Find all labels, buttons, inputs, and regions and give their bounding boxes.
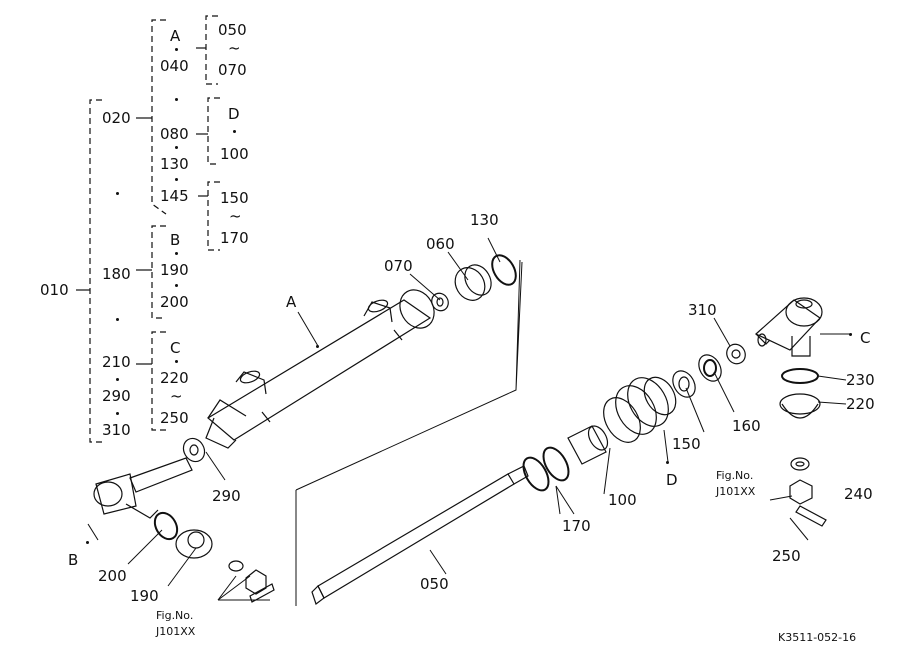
group-d-head: D	[228, 105, 240, 123]
tree-dot	[175, 146, 178, 149]
group-a-130: 130	[160, 155, 189, 173]
callout-070: 070	[384, 257, 413, 275]
figref-left-line1: Fig.No.	[156, 609, 194, 622]
bushing-100	[568, 423, 611, 464]
gland-d	[596, 370, 682, 448]
tree-dot	[175, 48, 178, 51]
callout-240: 240	[844, 485, 873, 503]
callout-a: A	[286, 293, 297, 311]
tie-rod-end-b	[94, 435, 209, 518]
group-b-200: 200	[160, 293, 189, 311]
tree-l1-210: 210	[102, 353, 131, 371]
tree-dot	[175, 98, 178, 101]
range-a-to: 070	[218, 61, 247, 79]
callout-310: 310	[688, 301, 717, 319]
rings-right	[780, 369, 820, 418]
leader-lines	[88, 238, 852, 600]
group-c-tilde: ~	[170, 387, 183, 405]
figref-left-line2: J101XX	[156, 625, 196, 638]
group-a-145: 145	[160, 187, 189, 205]
tree-dot	[175, 178, 178, 181]
range-150-from: 150	[220, 189, 249, 207]
callout-200: 200	[98, 567, 127, 585]
group-a-040: 040	[160, 57, 189, 75]
callout-250: 250	[772, 547, 801, 565]
cylinder-tube	[206, 284, 441, 448]
group-b-190: 190	[160, 261, 189, 279]
group-a-head: A	[170, 27, 181, 45]
piston-rod	[312, 466, 528, 604]
range-150-to: 170	[220, 229, 249, 247]
tree-dot	[116, 378, 119, 381]
callout-160: 160	[732, 417, 761, 435]
callout-b: B	[68, 551, 79, 569]
callout-150: 150	[672, 435, 701, 453]
callout-050: 050	[420, 575, 449, 593]
group-a-080: 080	[160, 125, 189, 143]
callout-220: 220	[846, 395, 875, 413]
callout-230: 230	[846, 371, 875, 389]
tree-brackets	[76, 16, 220, 442]
tree-l1-180: 180	[102, 265, 131, 283]
range-150-tilde: ~	[229, 207, 242, 225]
tree-l1-290: 290	[102, 387, 131, 405]
tree-dot	[116, 192, 119, 195]
tree-dot	[116, 318, 119, 321]
nut-and-pin-right	[790, 458, 826, 526]
drawing-code: K3511-052-16	[778, 631, 857, 644]
callout-c: C	[860, 329, 871, 347]
tie-rod-end-c	[756, 298, 822, 356]
range-a-tilde: ~	[228, 39, 241, 57]
group-c-head: C	[170, 339, 181, 357]
callout-170: 170	[562, 517, 591, 535]
callout-190: 190	[130, 587, 159, 605]
callout-100: 100	[608, 491, 637, 509]
orings-170	[518, 443, 573, 494]
callout-c-dot	[849, 333, 852, 336]
callout-a-dot	[316, 345, 319, 348]
seal-parts-upper	[429, 251, 521, 314]
group-d-to: 100	[220, 145, 249, 163]
callout-b-dot	[86, 541, 89, 544]
tree-dot	[175, 252, 178, 255]
tree-dot	[175, 360, 178, 363]
tree-dot	[233, 130, 236, 133]
explode-frame	[296, 260, 522, 606]
figref-right-line1: Fig.No.	[716, 469, 754, 482]
callout-060: 060	[426, 235, 455, 253]
tree-l1-310: 310	[102, 421, 131, 439]
tree-root-label: 010	[40, 281, 69, 299]
callout-d: D	[666, 471, 678, 489]
tree-dot	[116, 412, 119, 415]
group-c-250: 250	[160, 409, 189, 427]
figref-right-line2: J101XX	[716, 485, 756, 498]
callout-130: 130	[470, 211, 499, 229]
group-c-220: 220	[160, 369, 189, 387]
group-b-head: B	[170, 231, 181, 249]
range-a-from: 050	[218, 21, 247, 39]
parts-lower-left	[150, 509, 274, 602]
callout-d-dot	[666, 461, 669, 464]
washers	[668, 341, 748, 401]
tree-l1-020: 020	[102, 109, 131, 127]
callout-290: 290	[212, 487, 241, 505]
tree-dot	[175, 284, 178, 287]
